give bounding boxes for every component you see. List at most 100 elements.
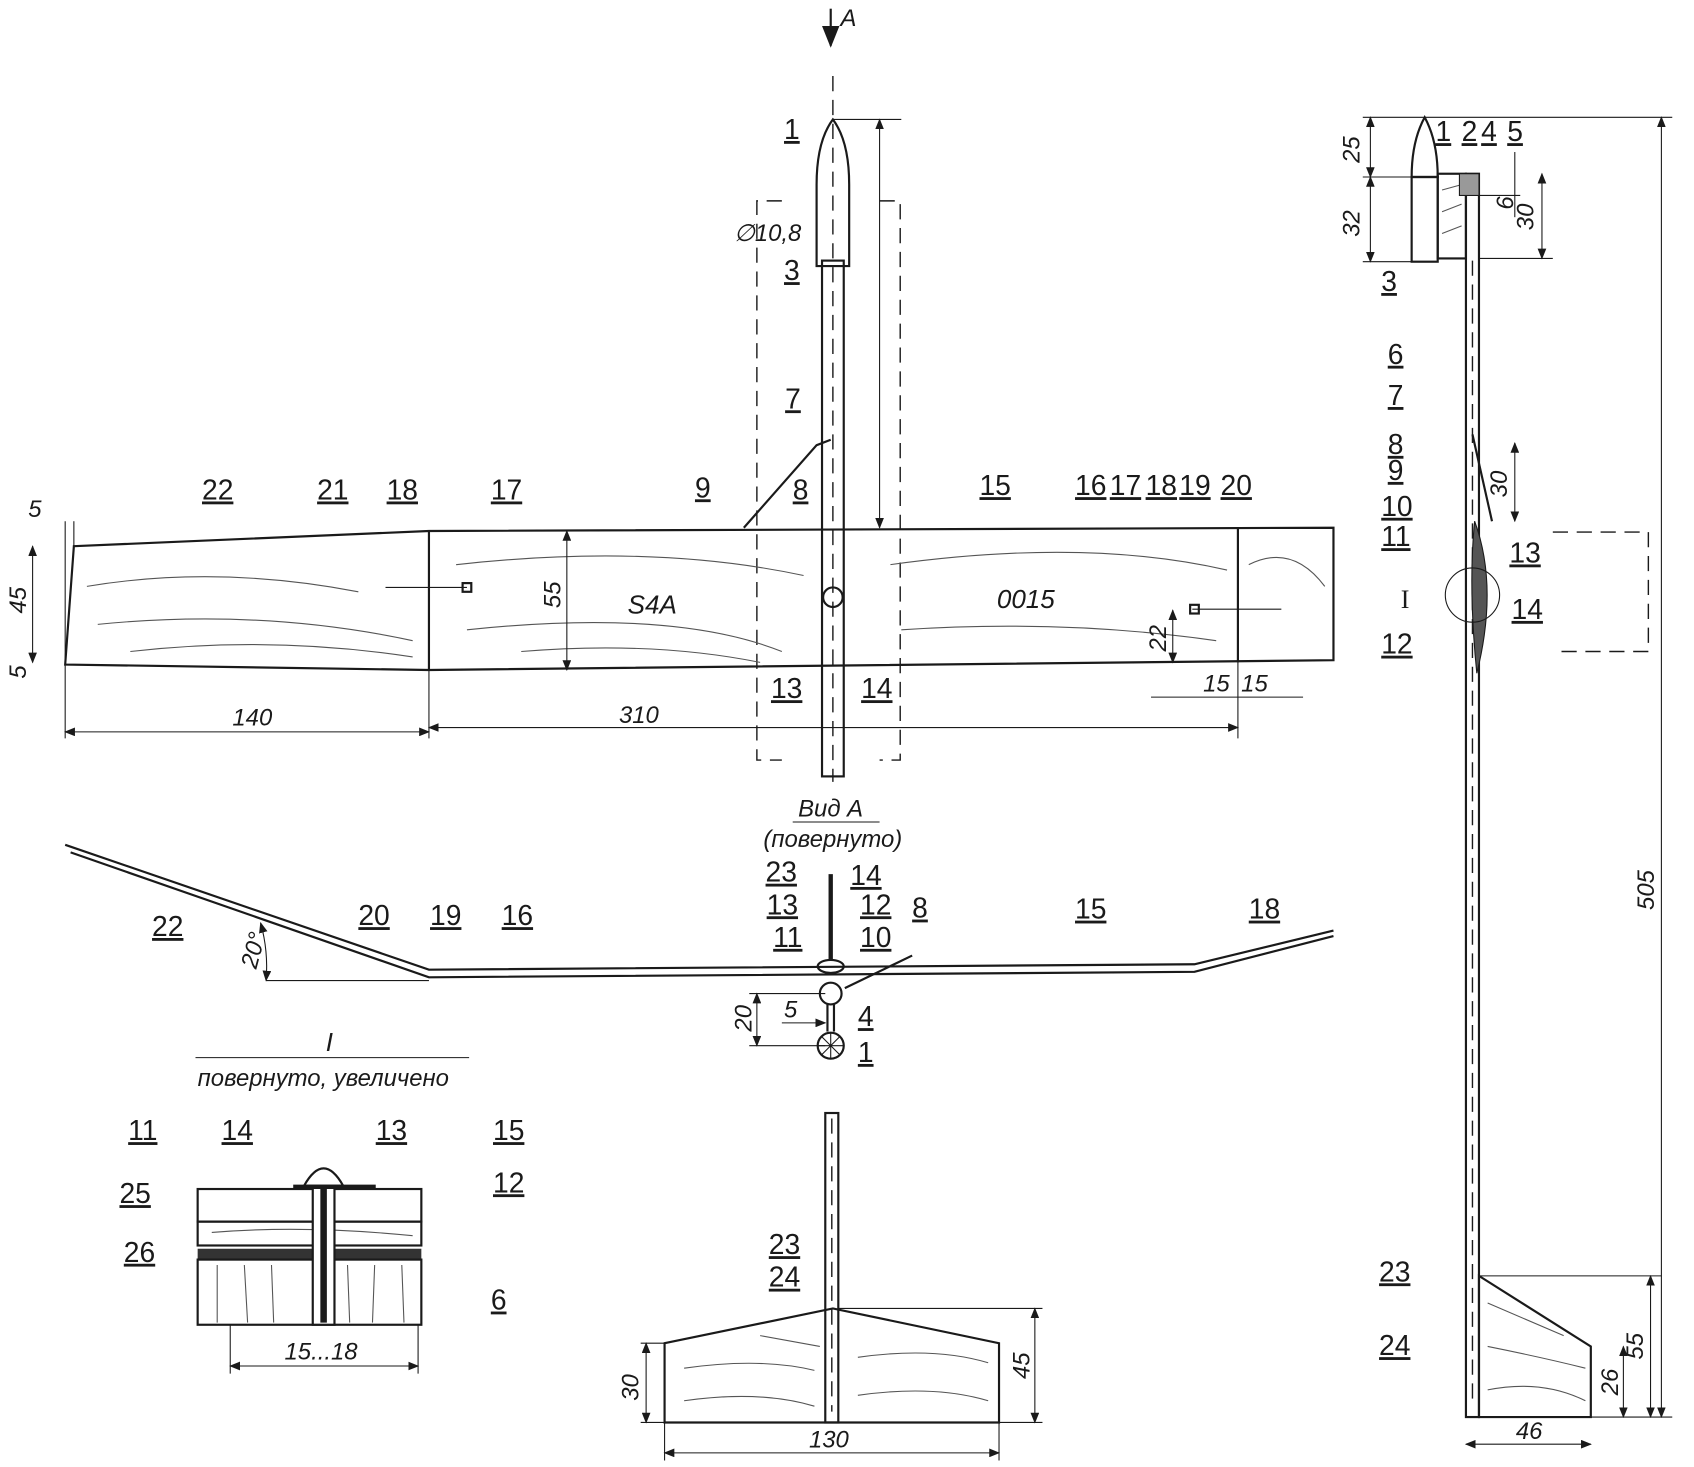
detail-title: I	[326, 1027, 333, 1057]
part-number: 7	[785, 382, 801, 414]
dim-label: 140	[232, 704, 273, 731]
part-number: 6	[1388, 338, 1404, 370]
thickness-label: 0015	[997, 584, 1055, 614]
part-number: 4	[1481, 115, 1497, 147]
part-number: 5	[1507, 115, 1523, 147]
part-number: 18	[387, 473, 418, 505]
part-number: 20	[358, 899, 389, 931]
part-number: 1	[1436, 115, 1452, 147]
part-number: 10	[860, 921, 891, 953]
part-number: 9	[695, 471, 711, 503]
part-number: 13	[1509, 536, 1540, 568]
dim-label: 22	[1145, 625, 1172, 653]
part-number: 18	[1249, 893, 1280, 925]
part-number: 3	[784, 254, 800, 286]
part-number: 25	[119, 1177, 150, 1209]
dim-label: 55	[539, 581, 566, 608]
part-number: 14	[850, 859, 881, 891]
fuselage-top	[820, 259, 845, 778]
part-number: 24	[1379, 1329, 1410, 1361]
part-number: 4	[858, 1000, 874, 1032]
part-number: 8	[912, 892, 928, 924]
dim-label: 25	[1339, 136, 1366, 164]
part-number: 12	[860, 888, 891, 920]
part-number: 6	[491, 1284, 507, 1316]
view-letter: A	[838, 5, 856, 32]
dim-label: 26	[1597, 1368, 1624, 1396]
dim-label: 20	[730, 1004, 757, 1032]
stabilizer	[663, 1307, 1001, 1424]
part-number: 22	[152, 910, 183, 942]
part-number: 9	[1388, 454, 1404, 486]
part-number: 11	[773, 921, 802, 953]
dim-label: 130	[809, 1426, 850, 1453]
part-number: 23	[766, 856, 797, 888]
dim-label: 30	[1512, 203, 1539, 230]
part-number: 8	[1388, 428, 1404, 460]
part-number: 13	[767, 888, 798, 920]
part-number: 11	[1381, 520, 1410, 552]
part-number: 17	[491, 473, 522, 505]
part-number: 12	[1381, 628, 1412, 660]
part-number: 13	[376, 1114, 407, 1146]
dim-label: 30	[1486, 470, 1513, 497]
dim-label: 505	[1633, 869, 1660, 910]
dim-label: 45	[1008, 1352, 1035, 1379]
dim-label: 5	[5, 665, 32, 679]
part-number: 8	[793, 473, 809, 505]
dim-label: 32	[1339, 210, 1366, 237]
view-title: Вид А	[798, 796, 863, 823]
dim-label: 9	[1490, 195, 1517, 208]
part-number: 1	[784, 113, 800, 145]
part-number: 26	[124, 1236, 155, 1268]
part-number: 10	[1381, 490, 1412, 522]
view-subtitle: (повернуто)	[763, 826, 902, 853]
part-number: 22	[202, 473, 233, 505]
part-number: 15	[493, 1114, 524, 1146]
part-number: 15	[1075, 893, 1106, 925]
dim-label: 20°	[236, 929, 272, 972]
part-number: 23	[1379, 1255, 1410, 1287]
diameter-label: ∅10,8	[734, 220, 802, 247]
side-view: 25 32 9 30 30 505 55 26 46 1 2 4 5 3 6 7…	[1339, 115, 1673, 1449]
part-number: 7	[1388, 379, 1404, 411]
dim-label: 55	[1622, 1332, 1649, 1359]
detail-mark: I	[1401, 585, 1410, 614]
part-number: 18	[1146, 469, 1177, 501]
part-number: 2	[1462, 115, 1478, 147]
part-number: 17	[1110, 469, 1141, 501]
part-number: 19	[1179, 469, 1210, 501]
part-number: 23	[769, 1228, 800, 1260]
detail-subtitle: повернуто, увеличено	[198, 1065, 449, 1092]
stabilizer-view: 30 45 130 23 24	[618, 1111, 1043, 1461]
dim-label: 5	[28, 496, 42, 523]
airfoil-label: S4A	[628, 590, 677, 620]
front-view: Вид А (повернуто) 20 5 20° 23 14 13 12 1…	[64, 796, 1334, 1068]
detail-view: I повернуто, увеличено 15...18 11 14 13 …	[119, 1027, 524, 1374]
part-number: 24	[769, 1261, 800, 1293]
part-number: 15	[979, 469, 1010, 501]
dim-label: 15...18	[285, 1338, 359, 1365]
dim-label: 30	[618, 1373, 645, 1400]
part-number: 13	[771, 672, 802, 704]
part-number: 1	[858, 1036, 874, 1068]
part-number: 3	[1381, 265, 1397, 297]
part-number: 11	[128, 1114, 157, 1146]
part-number: 14	[861, 672, 892, 704]
part-number: 12	[493, 1166, 524, 1198]
part-number: 19	[430, 899, 461, 931]
part-number: 21	[317, 473, 348, 505]
part-number: 14	[1512, 593, 1543, 625]
dim-label: 15	[1241, 671, 1268, 698]
part-number: 16	[502, 899, 533, 931]
part-number: 16	[1075, 469, 1106, 501]
dim-label: 46	[1516, 1418, 1543, 1445]
dim-label: 5	[784, 996, 798, 1023]
dim-label: 45	[5, 586, 32, 613]
top-view: A S4A 0015 ∅10,8 1 3 7 8 9 15 16 17 18 1…	[5, 5, 1335, 782]
wing-top	[64, 526, 1335, 672]
dim-label: 310	[619, 702, 660, 729]
part-number: 20	[1221, 469, 1252, 501]
